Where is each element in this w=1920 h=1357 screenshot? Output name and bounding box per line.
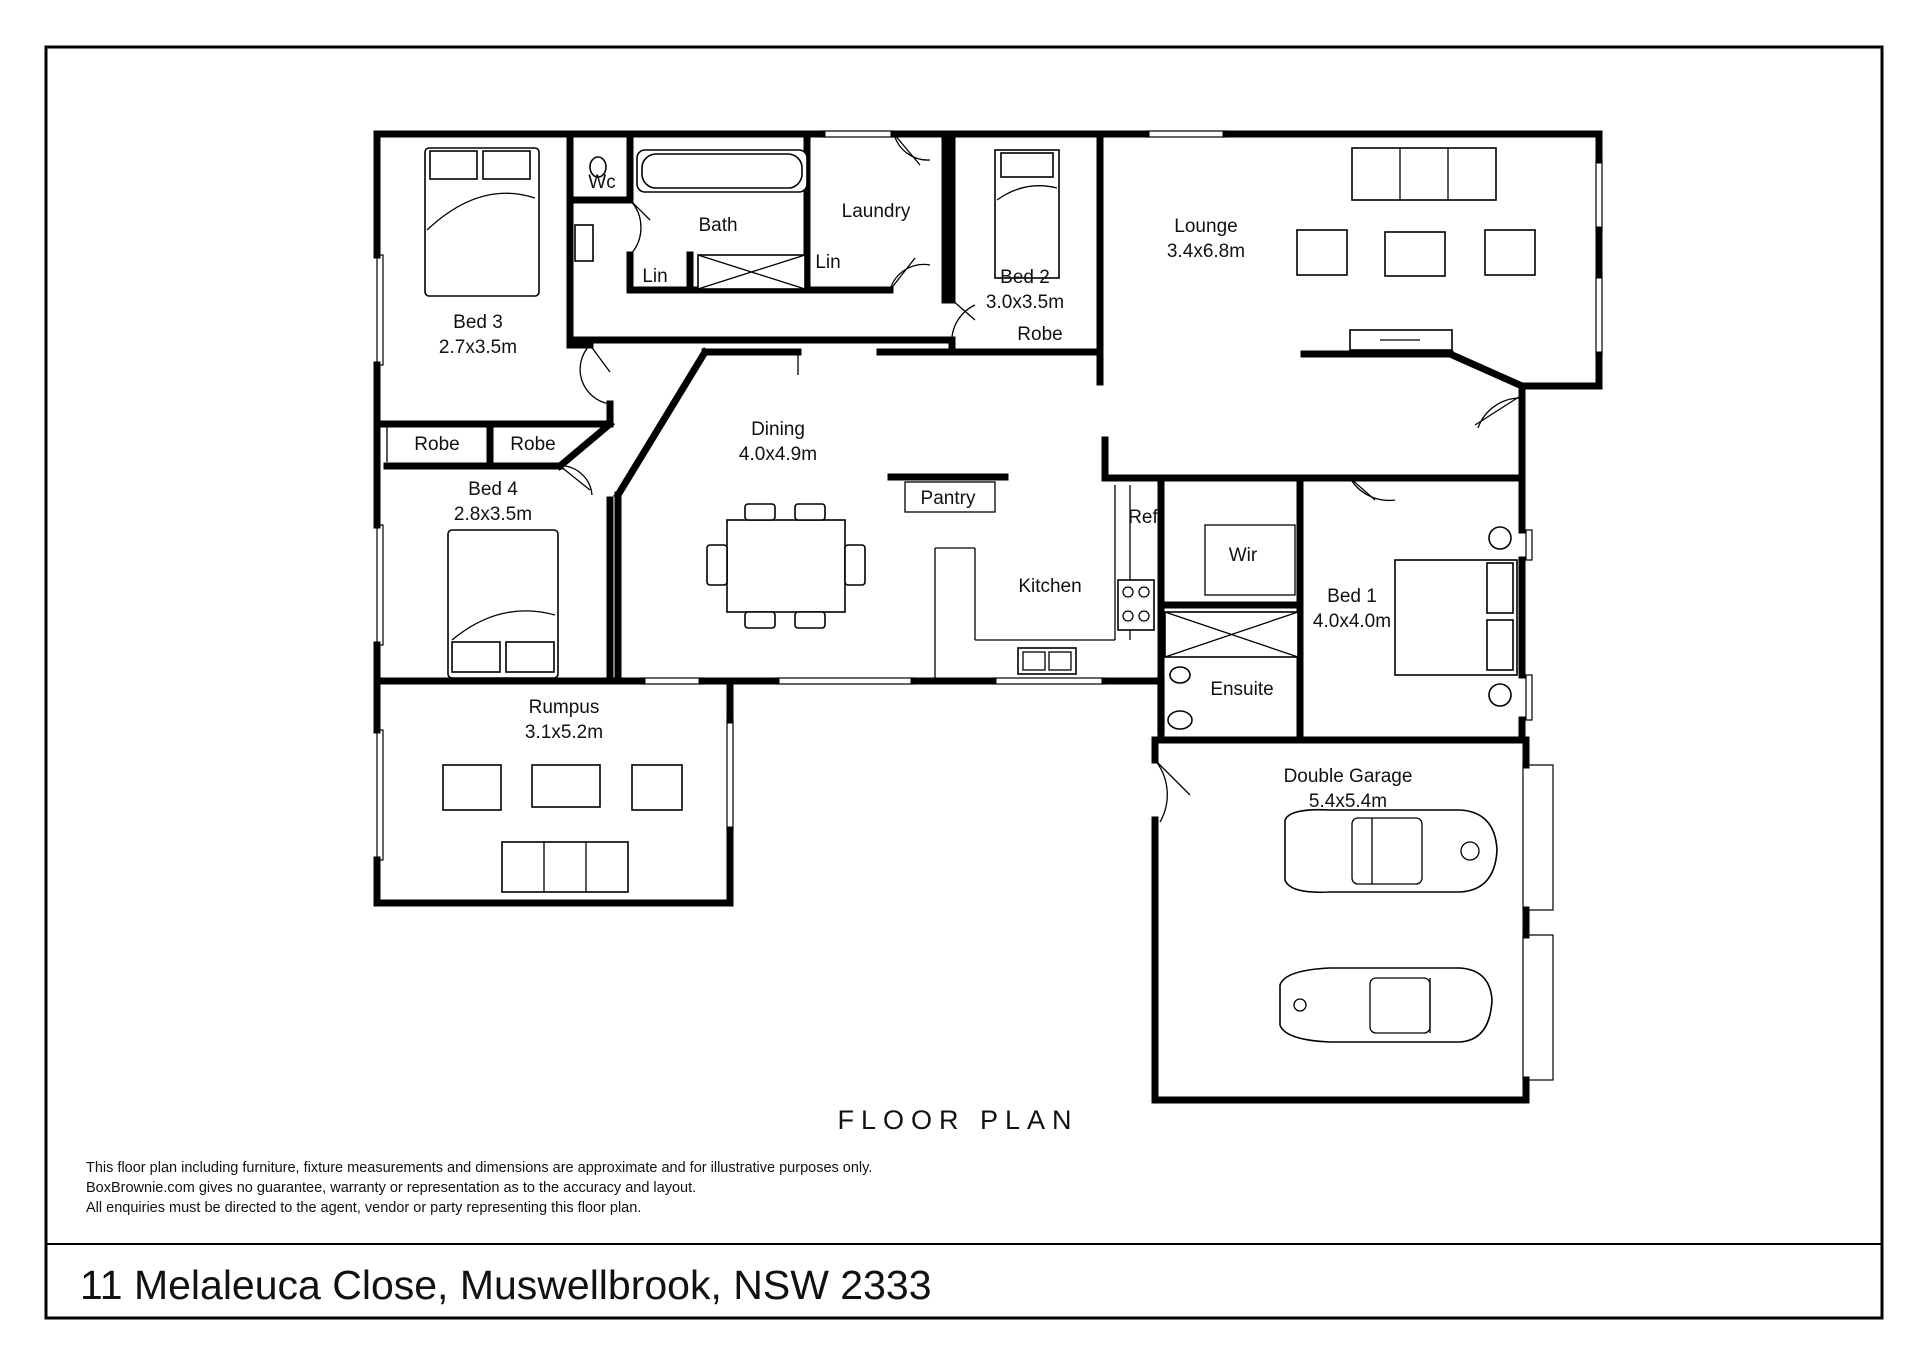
room-size-bed-2: 3.0x3.5m bbox=[986, 292, 1064, 313]
plan-title: FLOOR PLAN bbox=[837, 1105, 1078, 1135]
page-border bbox=[44, 45, 1884, 1320]
room-label-kitchen: Kitchen bbox=[1018, 576, 1081, 597]
walls bbox=[373, 130, 1603, 1104]
car-icon bbox=[1279, 967, 1493, 1043]
room-label-robe-2: Robe bbox=[510, 434, 555, 455]
disclaimer-line-1: This floor plan including furniture, fix… bbox=[86, 1160, 872, 1176]
room-size-bed-1: 4.0x4.0m bbox=[1313, 611, 1391, 632]
room-label-ref: Ref bbox=[1128, 507, 1158, 528]
room-label-bed-3: Bed 3 bbox=[453, 312, 503, 333]
room-label-bath: Bath bbox=[698, 215, 737, 236]
room-label-lounge: Lounge bbox=[1174, 216, 1237, 237]
room-label-pantry: Pantry bbox=[921, 488, 976, 509]
windows bbox=[376, 130, 1603, 1081]
room-label-bed-2: Bed 2 bbox=[1000, 267, 1050, 288]
car-icon bbox=[1284, 808, 1498, 894]
room-label-bed-1: Bed 1 bbox=[1327, 586, 1377, 607]
room-size-dining: 4.0x4.9m bbox=[739, 444, 817, 465]
doors bbox=[559, 133, 1523, 823]
room-label-rumpus: Rumpus bbox=[529, 697, 600, 718]
room-size-bed-3: 2.7x3.5m bbox=[439, 337, 517, 358]
room-label-robe-1: Robe bbox=[414, 434, 459, 455]
room-size-double-garage: 5.4x5.4m bbox=[1309, 791, 1387, 812]
room-label-lin-laundry: Lin bbox=[815, 252, 840, 273]
room-size-bed-4: 2.8x3.5m bbox=[454, 504, 532, 525]
furniture bbox=[424, 147, 1536, 1043]
room-label-lin: Lin bbox=[642, 266, 667, 287]
room-label-wc: Wc bbox=[588, 172, 615, 193]
room-label-double-garage: Double Garage bbox=[1284, 766, 1413, 787]
room-label-robe-bed-2: Robe bbox=[1017, 324, 1062, 345]
room-labels: Bed 3 2.7x3.5m Wc Bath Lin Laundry Lin B… bbox=[414, 172, 1412, 812]
disclaimer-line-2: BoxBrownie.com gives no guarantee, warra… bbox=[86, 1180, 696, 1196]
room-size-rumpus: 3.1x5.2m bbox=[525, 722, 603, 743]
room-label-laundry: Laundry bbox=[842, 201, 911, 222]
room-label-bed-4: Bed 4 bbox=[468, 479, 518, 500]
property-address: 11 Melaleuca Close, Muswellbrook, NSW 23… bbox=[80, 1262, 932, 1308]
room-label-ensuite: Ensuite bbox=[1210, 679, 1273, 700]
room-label-wir: Wir bbox=[1229, 545, 1258, 566]
disclaimer-line-3: All enquiries must be directed to the ag… bbox=[86, 1200, 641, 1216]
room-size-lounge: 3.4x6.8m bbox=[1167, 241, 1245, 262]
room-label-dining: Dining bbox=[751, 419, 805, 440]
